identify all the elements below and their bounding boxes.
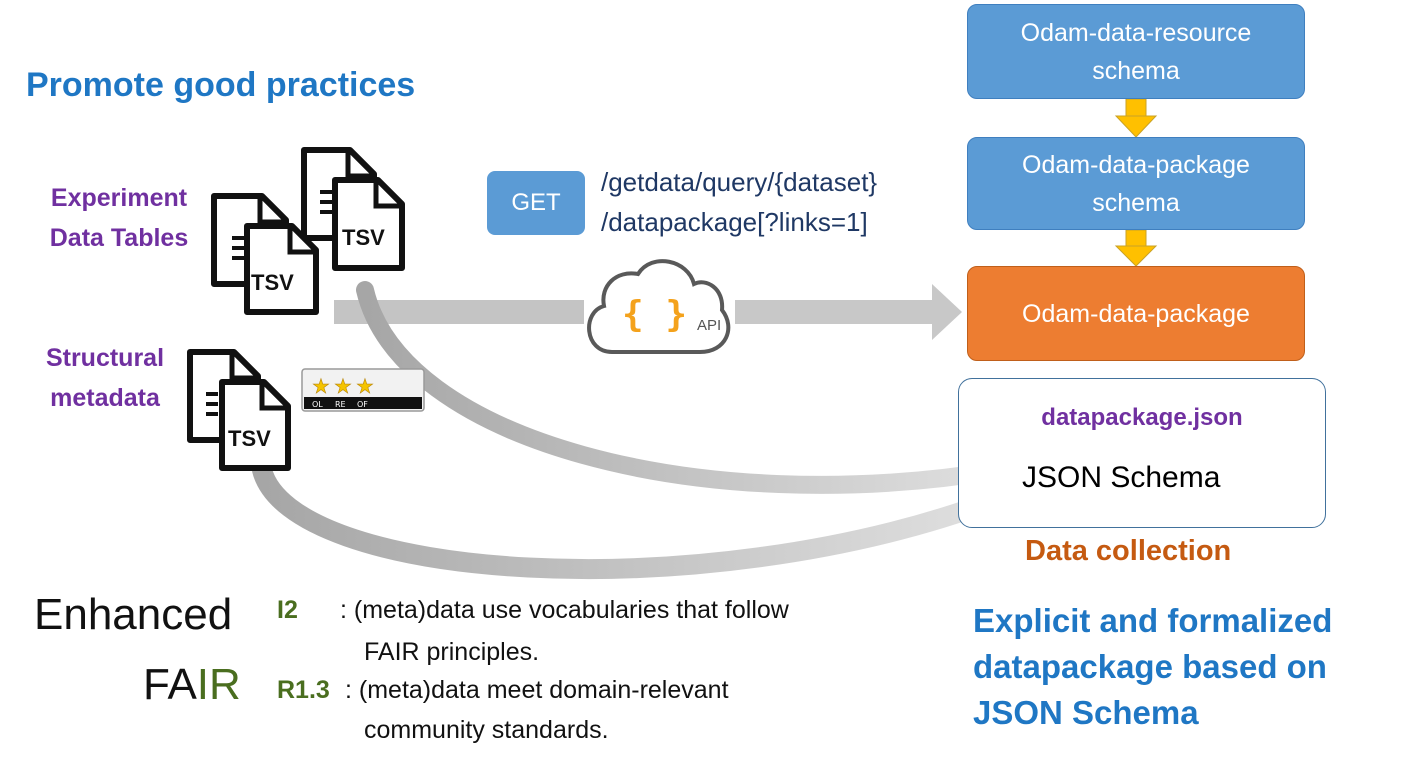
star-icon-2: ★ — [334, 374, 352, 398]
get-method-badge: GET — [487, 171, 585, 235]
api-endpoint-query: /getdata/query/{dataset} — [601, 167, 878, 197]
badge-letters-3: OF — [357, 400, 368, 409]
tsv-label-3: TSV — [228, 426, 271, 451]
star-icon-1: ★ — [312, 374, 330, 398]
tsv-file-icon-2 — [320, 177, 405, 271]
enhanced-label: Enhanced — [34, 590, 233, 639]
resource-schema-box: Odam-data-resource schema — [967, 4, 1305, 99]
down-arrow-1 — [1114, 98, 1158, 138]
fair-ir: IR — [196, 660, 241, 709]
badge-letters-1: OL — [312, 400, 323, 409]
r13-description-line-2: community standards. — [364, 716, 609, 744]
fair-label: FAIR — [143, 660, 241, 710]
api-endpoint-datapackage: /datapackage[?links=1] — [601, 207, 868, 237]
tsv-label-2: TSV — [342, 225, 385, 250]
data-collection-label: Data collection — [1025, 535, 1232, 567]
star-icon-3: ★ — [356, 374, 374, 398]
i2-description-line-2: FAIR principles. — [364, 638, 540, 666]
api-label: API — [697, 317, 722, 334]
fair-star-badge: ★ ★ ★ OL RE OF — [301, 368, 425, 412]
down-arrow-2 — [1114, 229, 1158, 267]
badge-letters-2: RE — [335, 400, 346, 409]
tsv-file-icon-3 — [206, 379, 291, 471]
package-box: Odam-data-package — [967, 266, 1305, 361]
curly-braces-icon: { } — [622, 294, 687, 335]
package-label: Odam-data-package — [1022, 299, 1250, 328]
i2-description-line-1: : (meta)data use vocabularies that follo… — [340, 596, 789, 624]
fair-fa: FA — [143, 660, 197, 709]
experiment-data-tables-label: Experiment Data Tables — [49, 184, 189, 252]
explicit-datapackage-statement: Explicit and formalized datapackage base… — [973, 602, 1333, 731]
structural-metadata-label: Structural metadata — [45, 344, 165, 412]
i2-code: I2 — [277, 596, 298, 624]
json-output-box — [958, 378, 1326, 528]
package-schema-box: Odam-data-package schema — [967, 137, 1305, 230]
r13-description-line-1: : (meta)data meet domain-relevant — [345, 676, 729, 704]
tsv-label-1: TSV — [251, 270, 294, 295]
resource-schema-label: Odam-data-resource schema — [1020, 18, 1252, 85]
tsv-file-icon-1 — [232, 223, 319, 315]
json-schema-label: JSON Schema — [1022, 461, 1221, 494]
cloud-api-icon: { } — [587, 259, 731, 354]
promote-heading: Promote good practices — [26, 66, 416, 104]
datapackage-filename: datapackage.json — [1041, 404, 1243, 431]
r13-code: R1.3 — [277, 676, 330, 704]
package-schema-label: Odam-data-package schema — [1022, 150, 1250, 217]
